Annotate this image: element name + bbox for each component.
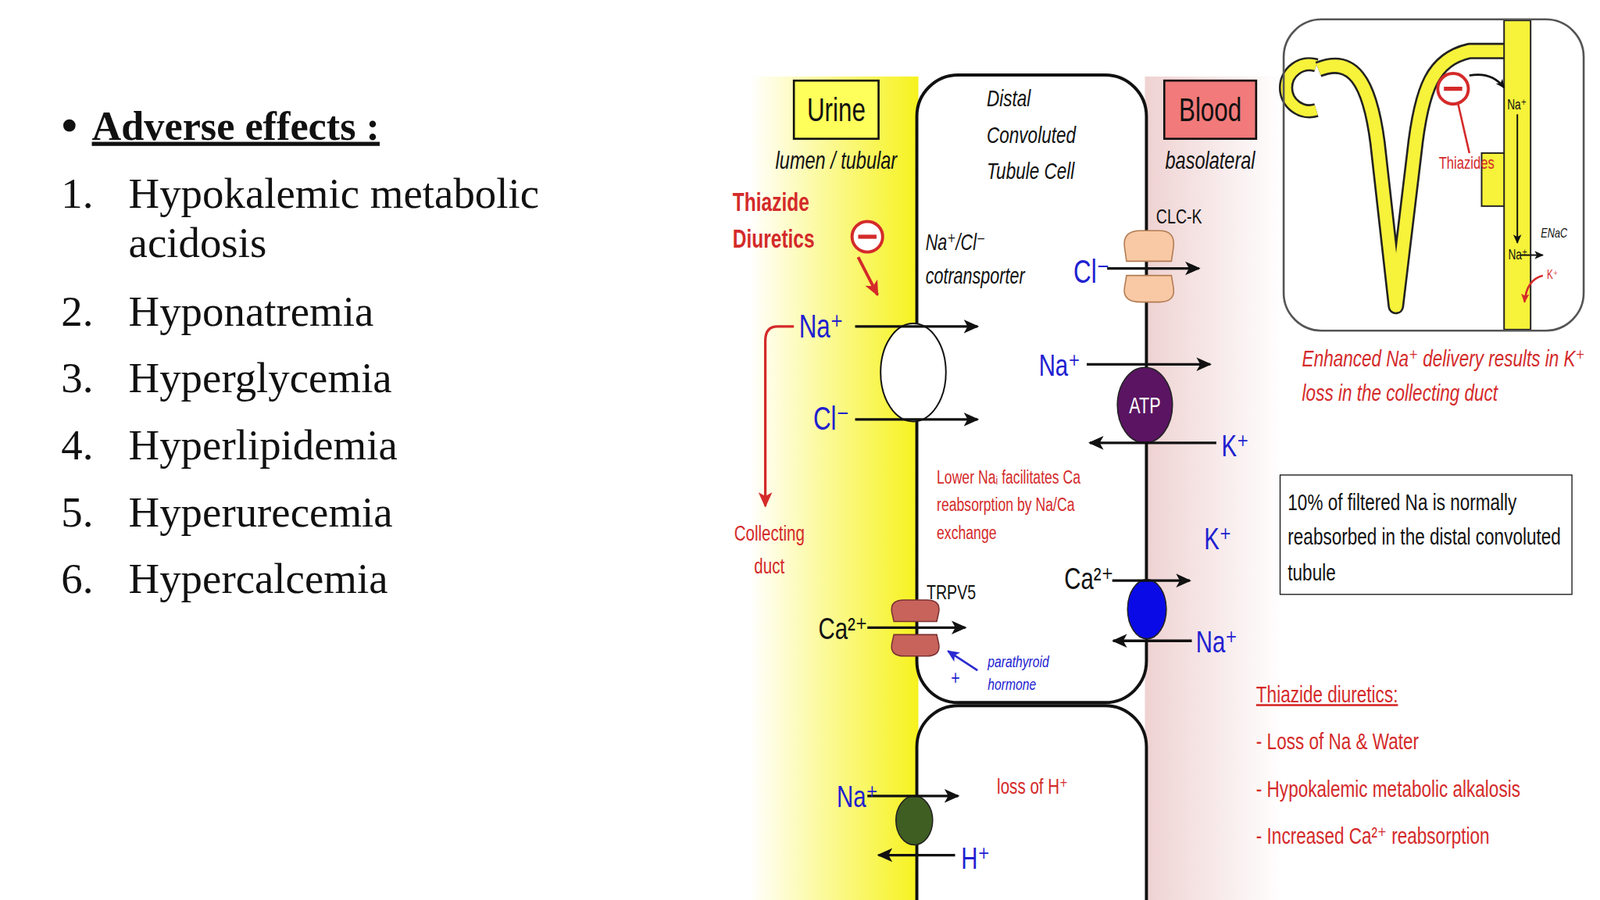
- ion-label: Na⁺: [836, 772, 888, 819]
- ion-label: Na⁺: [1507, 243, 1539, 265]
- transporter-label: Na⁺/Cl⁻ cotransporter: [925, 225, 1054, 293]
- ion-arrow: [867, 626, 965, 629]
- cell-box: loss of H⁺: [915, 703, 1149, 900]
- info-note: 10% of filtered Na is normally reabsorbe…: [1287, 484, 1565, 590]
- ion-label: Na⁺: [1507, 93, 1538, 115]
- bullet: [63, 119, 76, 133]
- ion-arrow: [867, 794, 958, 797]
- ion-label: Na⁺: [1039, 341, 1090, 388]
- hormone-label: parathyroid hormone: [987, 650, 1069, 697]
- glomerular-capsule: [1285, 64, 1317, 111]
- pump-symbol: [1117, 367, 1173, 443]
- segment-label: Collecting duct: [720, 517, 818, 583]
- ion-label: Ca²⁺: [1064, 554, 1121, 601]
- channel-label: ENaC: [1540, 223, 1582, 243]
- cell-label: Distal Convoluted Tubule Cell: [986, 80, 1110, 190]
- compartment-box: Urinelumen / tubular: [792, 79, 880, 140]
- list-number: 3.: [60, 353, 122, 403]
- glomerular-capsule-outline: [1285, 64, 1317, 111]
- ion-label: Ca²⁺: [818, 604, 875, 651]
- summary-item: - Hypokalemic metabolic alkalosis: [1256, 771, 1583, 807]
- list-number: 5.: [60, 487, 122, 537]
- ion-arrow: [1520, 254, 1543, 257]
- ion-label: Cl⁻: [813, 393, 854, 443]
- flow-arrow: [1516, 114, 1518, 243]
- summary-item: - Increased Ca²⁺ reabsorption: [1256, 817, 1563, 854]
- list-item: Hypercalcemia: [128, 553, 599, 604]
- exchanger-symbol: [896, 796, 933, 846]
- tubule: [1318, 50, 1507, 307]
- effect-note: Enhanced Na⁺ delivery results in K⁺ loss…: [1302, 340, 1589, 411]
- ion-label: Cl⁻: [1073, 246, 1115, 297]
- flow-arrow: [1469, 75, 1504, 89]
- channel-symbol: [891, 634, 940, 656]
- cell-box: Distal Convoluted Tubule Cell: [915, 73, 1149, 704]
- ion-arrow: [855, 417, 979, 421]
- summary-item: - Loss of Na & Water: [1256, 723, 1563, 759]
- ion-label: K⁺: [1203, 514, 1245, 561]
- compartment-sublabel: basolateral: [1153, 142, 1268, 179]
- cell-note: loss of H⁺: [996, 770, 1130, 803]
- list-number: 4.: [60, 420, 122, 470]
- ion-arrow: [1107, 267, 1200, 270]
- ion-label: K⁺: [1546, 265, 1568, 285]
- mechanism-note: Lower Naᵢ facilitates Ca reabsorption by…: [936, 464, 1095, 547]
- nephron-drawing: [1285, 20, 1531, 330]
- list-item: Hyponatremia: [128, 286, 599, 336]
- tubule-outline: [1318, 50, 1507, 307]
- ion-arrow: [1086, 363, 1211, 366]
- drug-label: Thiazides: [1439, 150, 1511, 176]
- summary-heading: Thiazide diuretics:: [1256, 676, 1481, 712]
- channel-label: CLC-K: [1156, 200, 1218, 232]
- inhibition-arrow: [857, 257, 878, 295]
- compartment-box: Bloodbasolateral: [1163, 79, 1258, 140]
- minus-sign: [1443, 86, 1463, 91]
- pump-node: ATP: [1117, 367, 1173, 443]
- list-number: 2.: [60, 286, 122, 336]
- cotransporter-symbol: [880, 323, 947, 422]
- ion-label: K⁺: [1221, 421, 1262, 468]
- drug-label: Thiazide Diuretics: [732, 183, 836, 258]
- compartment-label: Urine: [792, 85, 880, 135]
- compartment-label: Blood: [1163, 85, 1258, 135]
- inhibition-symbol: [1437, 73, 1468, 104]
- leader-line: [1457, 103, 1469, 154]
- collecting-duct: [1503, 20, 1531, 330]
- ion-arrow: [1112, 579, 1190, 583]
- compartment-sublabel: lumen / tubular: [757, 142, 915, 179]
- slide-title: Adverse effects :: [92, 103, 705, 150]
- flow-arrow: [765, 326, 795, 507]
- channel-label: TRPV5: [926, 576, 988, 608]
- ion-arrow: [1524, 275, 1543, 303]
- list-item: Hyperlipidemia: [128, 420, 599, 470]
- pump-label: ATP: [1117, 388, 1173, 422]
- ion-label: Na⁺: [799, 302, 850, 352]
- ion-arrow: [1113, 639, 1193, 643]
- exchanger-symbol: [1127, 579, 1167, 640]
- channel-symbol: [1124, 275, 1174, 303]
- minus-sign: [857, 234, 877, 239]
- list-number: 1.: [60, 169, 122, 219]
- inset-box: Na⁺ThiazidesENaCNa⁺K⁺: [1282, 18, 1586, 333]
- list-item: Hyperglycemia: [128, 353, 599, 403]
- list-item: Hyperurecemia: [128, 487, 599, 537]
- channel-symbol: [891, 600, 940, 622]
- plus-sign: +: [950, 662, 967, 693]
- ion-arrow: [855, 325, 979, 328]
- channel-symbol: [1124, 230, 1174, 261]
- note-box: 10% of filtered Na is normally reabsorbe…: [1279, 474, 1573, 595]
- list-number: 6.: [60, 553, 122, 604]
- inhibition-symbol: [852, 221, 883, 252]
- ion-arrow: [1089, 441, 1217, 444]
- list-item: Hypokalemic metabolic acidosis: [128, 169, 599, 268]
- ion-label: Na⁺: [1196, 617, 1247, 665]
- ion-label: H⁺: [960, 834, 1002, 881]
- ion-arrow: [878, 853, 956, 857]
